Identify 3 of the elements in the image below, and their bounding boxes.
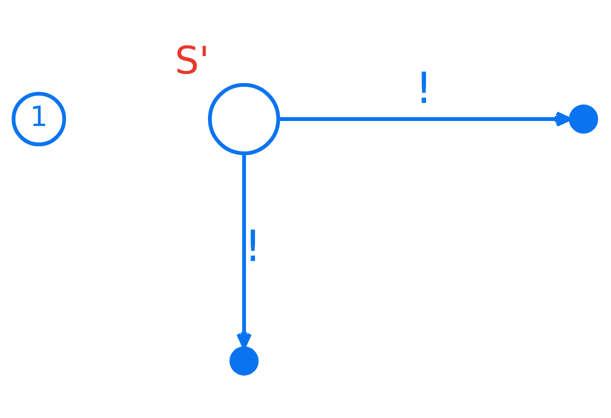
edge-label: !	[415, 64, 433, 114]
node-label: S'	[174, 38, 210, 82]
edge-label: !	[244, 222, 262, 272]
